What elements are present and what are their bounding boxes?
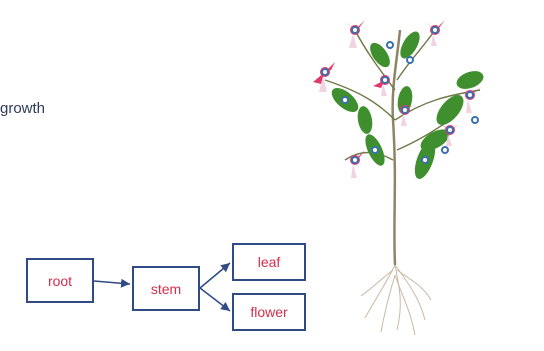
node-stem: stem <box>132 266 200 311</box>
fuchsia-plant-image <box>285 0 525 351</box>
edge-stem-flower <box>200 288 230 311</box>
node-root: root <box>26 258 94 303</box>
stem-illustration <box>393 30 400 265</box>
node-leaf-label: leaf <box>258 254 281 270</box>
edge-root-stem <box>94 281 130 284</box>
node-flower-label: flower <box>250 304 287 320</box>
roots-illustration <box>361 265 431 335</box>
node-stem-label: stem <box>151 281 181 297</box>
edge-stem-leaf <box>200 263 230 288</box>
node-root-label: root <box>48 273 72 289</box>
